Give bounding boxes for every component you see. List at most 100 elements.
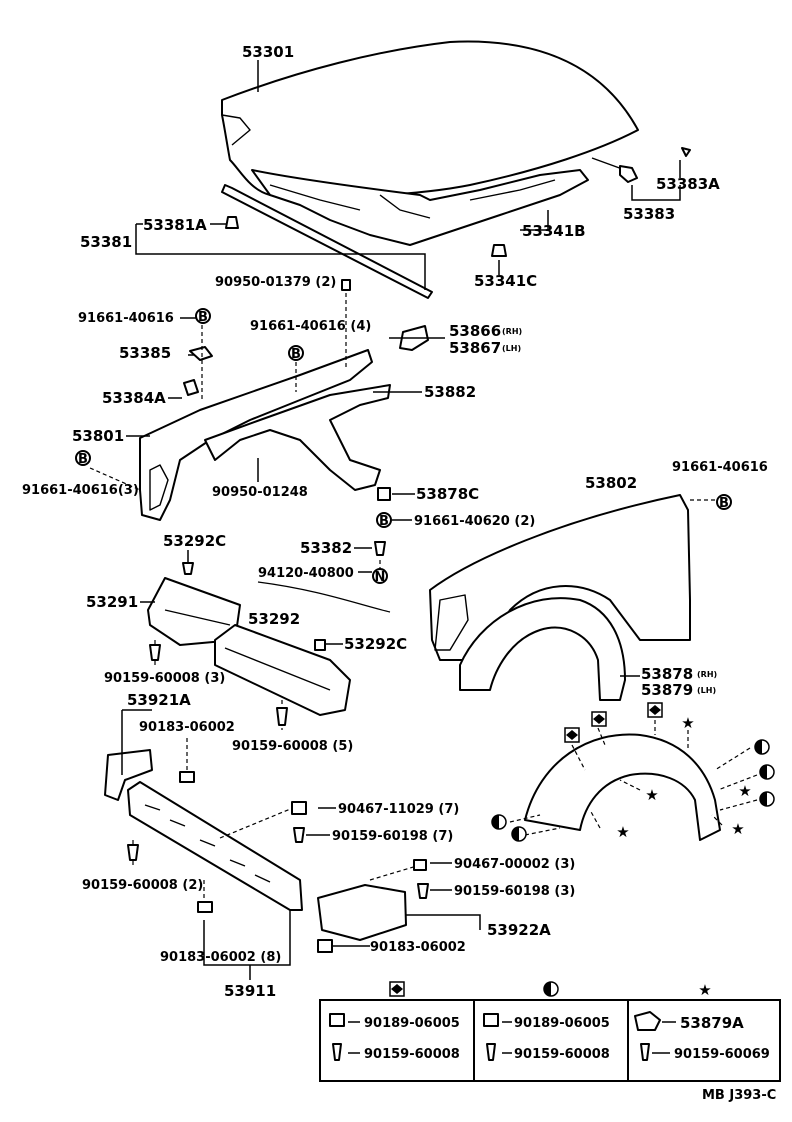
svg-text:B: B	[198, 310, 208, 325]
label-hood-rod: 53383	[623, 205, 675, 223]
label-clip-53292c-top: 53292C	[163, 532, 226, 550]
label-hood-cushion: 53341C	[474, 272, 537, 290]
label-bolt-91661-40620: 91661-40620 (2)	[414, 514, 535, 529]
legend-nut-icon	[329, 1013, 345, 1027]
label-hood: 53301	[242, 43, 294, 61]
label-seal-53882: 53882	[424, 383, 476, 401]
apron-seal-part	[183, 325, 429, 396]
half-circle-icon	[759, 764, 775, 780]
label-nut-94120: 94120-40800	[258, 566, 354, 581]
label-screw-90159-60008-5: 90159-60008 (5)	[232, 739, 353, 754]
label-nut-90183-06002-b: 90183-06002	[370, 940, 466, 955]
half-circle-icon	[759, 791, 775, 807]
legend-col2-row1: 90189-06005	[514, 1016, 610, 1031]
label-bolt-91661-right: 91661-40616	[672, 460, 768, 475]
label-liner-53878: 53878	[641, 665, 693, 683]
hood-part	[221, 40, 639, 246]
label-side-lh-b: (LH)	[697, 686, 716, 695]
nut-shape-2	[291, 801, 307, 815]
diamond-icon	[564, 727, 580, 743]
svg-text:B: B	[379, 514, 389, 529]
fender-liner-part	[459, 597, 721, 841]
label-fender-apron-lh: 53801	[72, 427, 124, 445]
legend-screw-icon	[332, 1043, 342, 1061]
diamond-icon	[591, 711, 607, 727]
label-side-rh-b: (RH)	[697, 670, 717, 679]
label-clip-53878c: 53878C	[416, 485, 479, 503]
nut-shape-5	[317, 939, 333, 953]
front-fender-part	[429, 494, 691, 661]
label-screw-90159-60008-2: 90159-60008 (2)	[82, 878, 203, 893]
star-icon: ★	[731, 820, 744, 838]
label-bumper-53382: 53382	[300, 539, 352, 557]
label-nut-90467-11029: 90467-11029 (7)	[338, 802, 459, 817]
fastener-legend-table: ★ 90189-06005 90159-60008 90189-06005 90…	[319, 981, 781, 1082]
screw-shape-5	[417, 883, 429, 899]
label-nut-90183-06002-8: 90183-06002 (8)	[160, 950, 281, 965]
legend-col1-row2: 90159-60008	[364, 1047, 460, 1062]
label-seal-53384a: 53384A	[102, 389, 166, 407]
legend-screw-icon-2	[486, 1043, 496, 1061]
half-circle-icon	[543, 981, 559, 997]
label-screw-90159-60198-7: 90159-60198 (7)	[332, 829, 453, 844]
bolt-marker-b-2: B	[288, 345, 304, 362]
bolt-marker-b-1: B	[195, 308, 211, 325]
label-bolt-91661-top-left: 91661-40616	[78, 311, 174, 326]
half-circle-icon	[511, 826, 527, 842]
label-panel-53911: 53911	[224, 982, 276, 1000]
clip-shape-2	[341, 279, 351, 291]
nut-shape-3	[197, 901, 213, 913]
under-cover-part	[147, 577, 351, 716]
diagram-code: MB J393-C	[702, 1088, 776, 1103]
body-ground-line	[257, 581, 391, 613]
legend-nut-icon-2	[483, 1013, 499, 1027]
label-screw-90159-60008-3: 90159-60008 (3)	[104, 671, 225, 686]
star-icon: ★	[645, 786, 658, 804]
svg-text:B: B	[291, 347, 301, 362]
cushion-shape	[491, 244, 507, 257]
label-fender-rh: 53802	[585, 474, 637, 492]
svg-text:B: B	[719, 496, 729, 511]
label-cover-53292: 53292	[248, 610, 300, 628]
label-bolt-91661-3: 91661-40616(3)	[22, 483, 139, 498]
label-hood-lock-support: 53341B	[522, 222, 586, 240]
clip-shape	[225, 216, 239, 229]
legend-col3-row2: 90159-60069	[674, 1047, 770, 1062]
screw-shape	[149, 644, 161, 661]
label-panel-53921a: 53921A	[127, 691, 191, 709]
label-clip-90950-01379: 90950-01379 (2)	[215, 275, 336, 290]
star-icon: ★	[681, 714, 694, 732]
svg-text:N: N	[375, 570, 386, 585]
label-liner-53879: 53879	[641, 681, 693, 699]
clip-shape-3	[182, 562, 194, 575]
diamond-icon	[647, 702, 663, 718]
label-nut-90467-00002: 90467-00002 (3)	[454, 857, 575, 872]
star-icon: ★	[738, 782, 751, 800]
legend-col3-row1: 53879A	[680, 1014, 744, 1032]
label-hood-seal-clip: 53381A	[143, 216, 207, 234]
fender-apron-part	[139, 349, 391, 521]
clip-shape-4	[314, 639, 326, 651]
label-screw-90159-60198-3: 90159-60198 (3)	[454, 884, 575, 899]
bolt-marker-b-4: B	[376, 512, 392, 529]
clip-c-shape	[377, 487, 391, 501]
hood-rod-part	[591, 147, 691, 183]
hood-seal-part	[221, 184, 433, 299]
leader-lines	[89, 60, 758, 980]
half-circle-icon	[754, 739, 770, 755]
svg-text:B: B	[78, 452, 88, 467]
nut-shape-4	[413, 859, 427, 871]
legend-col1-row1: 90189-06005	[364, 1016, 460, 1031]
bumper-shape	[374, 541, 386, 556]
label-bracket-53867: 53867	[449, 339, 501, 357]
diamond-icon	[389, 981, 405, 997]
label-cover-53291: 53291	[86, 593, 138, 611]
front-panel-part	[104, 749, 407, 941]
star-icon: ★	[616, 823, 629, 841]
bolt-marker-b-5: B	[716, 494, 732, 511]
nut-marker-n: N	[372, 568, 388, 585]
legend-screw-icon-3	[640, 1043, 650, 1061]
label-clip-90950-01248: 90950-01248	[212, 485, 308, 500]
screw-shape-4	[127, 844, 139, 861]
